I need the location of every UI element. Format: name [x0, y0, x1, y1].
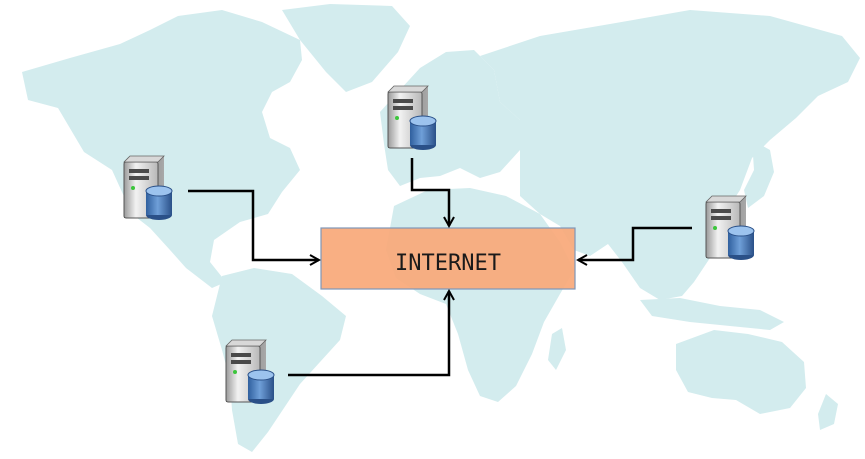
internet-hub-box — [320, 227, 576, 290]
island-new-zealand — [818, 394, 838, 430]
continent-europe — [380, 50, 520, 186]
internet-hub-label: INTERNET — [395, 251, 501, 276]
connector-north-america — [188, 189, 319, 260]
continent-africa — [386, 188, 574, 402]
connectors — [188, 158, 692, 377]
connector-europe — [410, 158, 449, 226]
island-japan — [744, 140, 774, 208]
connector-east-asia — [578, 226, 692, 260]
world-map — [22, 4, 860, 452]
islands-indonesia — [640, 298, 784, 330]
continent-greenland — [282, 4, 410, 92]
continent-north-america — [22, 10, 302, 288]
continent-australia — [676, 330, 806, 414]
connector-south-america — [288, 291, 449, 377]
continent-south-america — [212, 268, 346, 452]
island-madagascar — [548, 328, 566, 370]
server-database-icon — [705, 195, 755, 261]
server-east-asia — [705, 195, 755, 261]
